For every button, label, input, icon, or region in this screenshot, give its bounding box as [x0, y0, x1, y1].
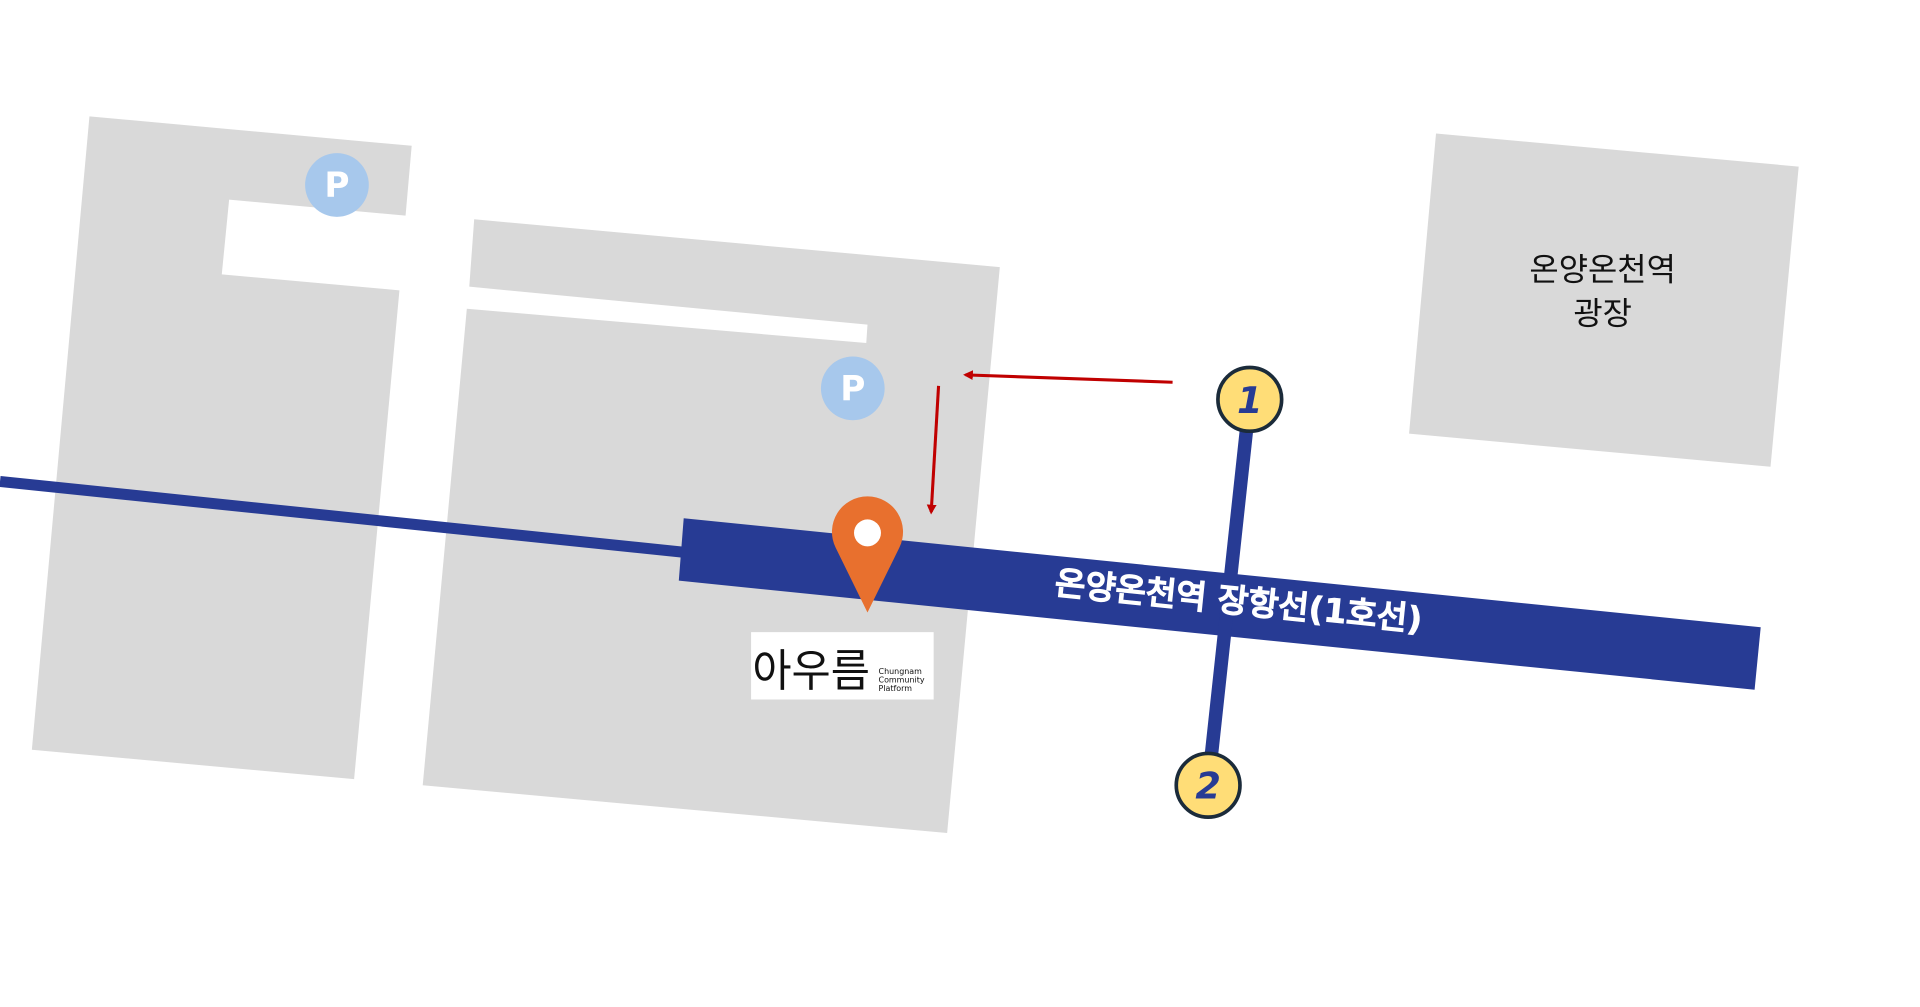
exit-1-marker[interactable]: 1: [1216, 365, 1284, 434]
parking-icon: P: [820, 356, 885, 421]
svg-text:Chungnam: Chungnam: [879, 667, 923, 676]
map-pin-icon[interactable]: [831, 496, 904, 613]
rail-line-thin: [0, 475, 687, 558]
svg-text:Platform: Platform: [879, 684, 913, 693]
rail-line-station: [678, 518, 1761, 690]
parking-icon: P: [305, 153, 369, 217]
plaza-label-line1: 온양온천역: [1529, 251, 1675, 289]
svg-text:아우름: 아우름: [752, 646, 870, 697]
station-plaza-block: [1409, 133, 1799, 467]
svg-text:Community: Community: [879, 675, 925, 684]
aureum-logo: 아우름 Chungnam Community Platform: [751, 632, 934, 700]
exit-connector: [1201, 398, 1257, 786]
exit-1-number: 1: [1237, 379, 1263, 422]
exit-2-number: 2: [1195, 765, 1221, 808]
svg-text:P: P: [324, 166, 349, 206]
building-block-west: [31, 116, 412, 780]
route-arrow-west: [963, 370, 1173, 384]
exit-2-marker[interactable]: 2: [1174, 751, 1242, 819]
route-arrow-south: [926, 385, 941, 515]
plaza-label-line2: 광장: [1573, 295, 1632, 333]
svg-text:P: P: [840, 370, 865, 410]
